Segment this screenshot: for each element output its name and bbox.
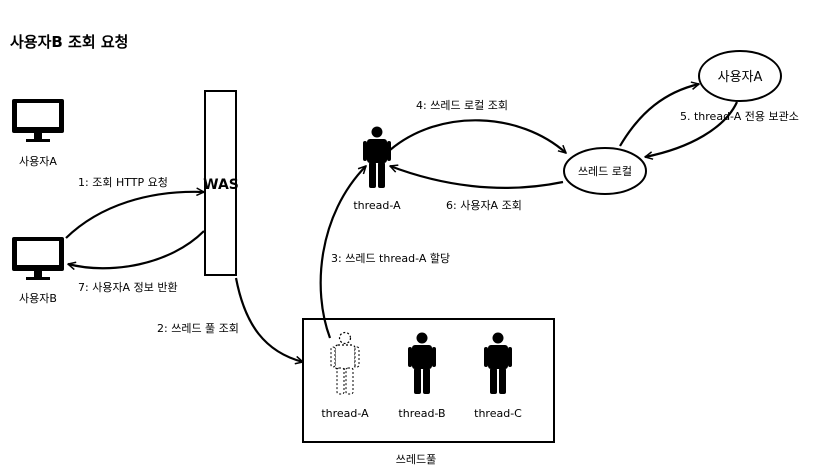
edge-4-arrow (389, 119, 566, 153)
edge-7-arrow (68, 230, 205, 268)
edge-3-label: 3: 쓰레드 thread-A 할당 (331, 252, 450, 265)
pool-thread-a-icon (330, 331, 360, 395)
user-a-monitor-icon (12, 99, 64, 142)
edge-6-arrow (390, 166, 564, 189)
pool-thread-c-label: thread-C (474, 407, 522, 420)
edge-1-label: 1: 조회 HTTP 요청 (78, 176, 168, 189)
edge-5-return-arrow (645, 101, 738, 157)
edge-2-label: 2: 쓰레드 풀 조회 (157, 322, 239, 335)
thread-local-node (563, 147, 647, 195)
user-a-storage-node (698, 50, 782, 102)
user-b-monitor-label: 사용자B (19, 292, 57, 305)
thread-pool-label: 쓰레드풀 (396, 453, 436, 466)
was-label: WAS (203, 177, 239, 193)
user-b-monitor-icon (12, 237, 64, 280)
edge-3-arrow (319, 166, 366, 339)
active-thread-a-label: thread-A (353, 199, 401, 212)
thread-local-label: 쓰레드 로컬 (578, 165, 632, 178)
edge-7-label: 7: 사용자A 정보 반환 (78, 281, 178, 294)
edge-2-arrow (234, 277, 303, 362)
pool-thread-b-label: thread-B (398, 407, 445, 420)
pool-thread-a-label: thread-A (321, 407, 369, 420)
edge-6-label: 6: 사용자A 조회 (446, 199, 522, 212)
edge-5-label: 5. thread-A 전용 보관소 (680, 110, 799, 123)
edge-5-forward-arrow (619, 84, 699, 147)
user-a-monitor-label: 사용자A (19, 155, 57, 168)
page-title: 사용자B 조회 요청 (10, 33, 128, 51)
user-a-storage-label: 사용자A (718, 70, 763, 85)
was-box (204, 90, 237, 276)
edge-4-label: 4: 쓰레드 로컬 조회 (416, 99, 508, 112)
active-thread-a-icon (363, 126, 391, 188)
edge-1-arrow (65, 192, 204, 239)
